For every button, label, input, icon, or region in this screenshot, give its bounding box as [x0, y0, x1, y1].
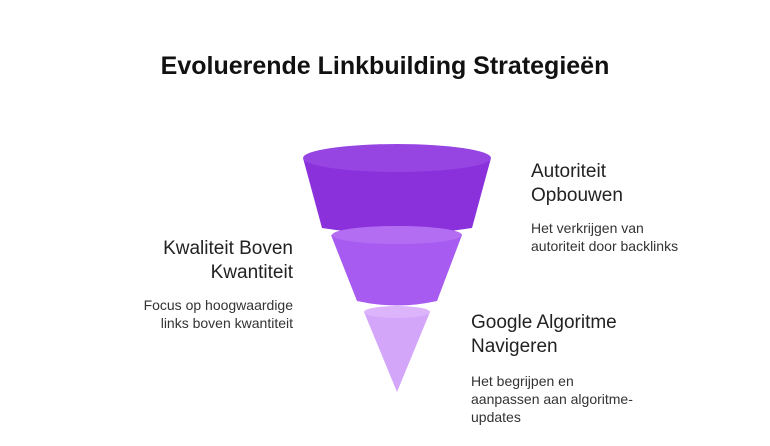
stage-2-description: Focus op hoogwaardige links boven kwanti… — [143, 297, 293, 331]
diagram-title: Evoluerende Linkbuilding Strategieën — [160, 52, 610, 80]
funnel-segment-top — [303, 158, 491, 234]
funnel-rim-middle — [332, 226, 462, 244]
stage-3-description: Het begrijpen en aanpassen aan algoritme… — [471, 373, 633, 425]
funnel-segment-bottom — [364, 312, 430, 392]
funnel-rim-bottom — [364, 306, 430, 318]
stage-1-description: Het verkrijgen van autoriteit door backl… — [531, 220, 679, 254]
stage-3-title: Google Algoritme Navigeren — [471, 312, 617, 357]
funnel-segment-middle — [331, 235, 462, 306]
stage-2-title: Kwaliteit Boven Kwantiteit — [163, 238, 293, 283]
funnel-rim-top — [303, 144, 491, 172]
stage-1-title: Autoriteit Opbouwen — [531, 161, 623, 206]
